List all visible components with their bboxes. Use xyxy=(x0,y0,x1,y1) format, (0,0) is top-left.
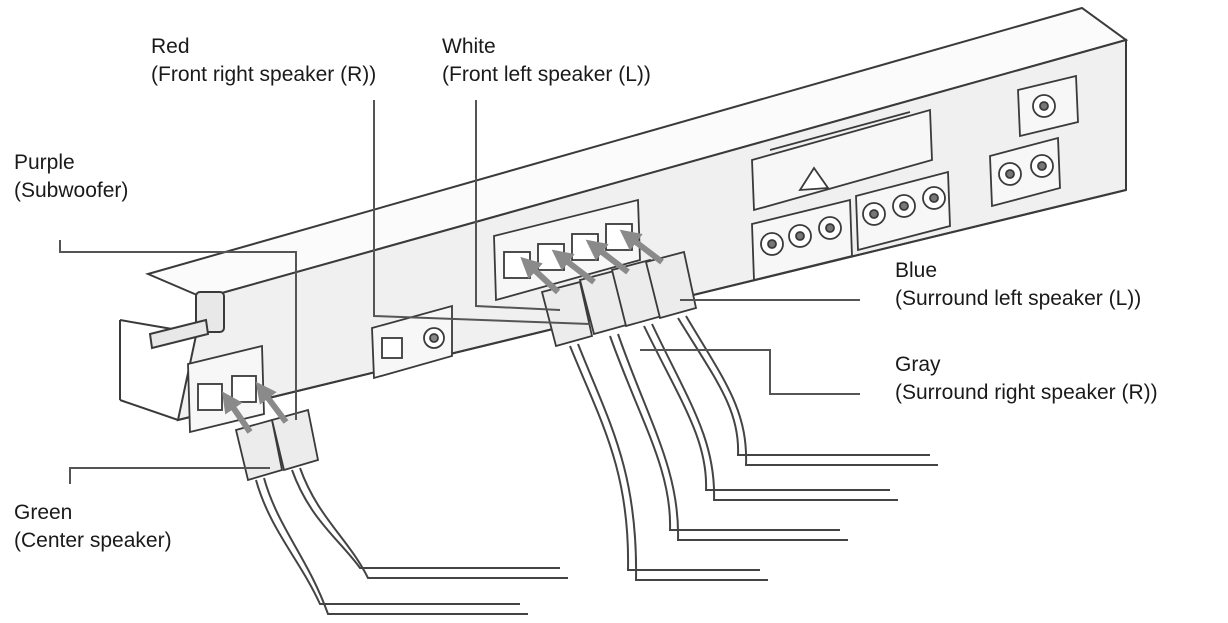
label-white-desc: (Front left speaker (L)) xyxy=(442,63,651,86)
label-purple-color: Purple xyxy=(14,151,75,174)
warning-label-plate xyxy=(751,108,933,212)
label-green-desc: (Center speaker) xyxy=(14,529,172,552)
center-sub-terminal-block xyxy=(187,344,265,434)
power-cord xyxy=(148,291,225,350)
speaker-wires xyxy=(255,315,938,615)
label-red-desc: (Front right speaker (R)) xyxy=(151,63,377,86)
insert-arrows xyxy=(222,229,664,434)
label-gray-desc: (Surround right speaker (R)) xyxy=(895,381,1158,404)
label-red-color: Red xyxy=(151,35,190,58)
rca-jack-groups xyxy=(751,74,1079,282)
label-white-color: White xyxy=(442,35,496,58)
label-blue-color: Blue xyxy=(895,259,938,282)
label-purple-desc: (Subwoofer) xyxy=(14,179,129,202)
label-gray-color: Gray xyxy=(895,353,941,376)
label-green-color: Green xyxy=(14,501,73,524)
label-blue-desc: (Surround left speaker (L)) xyxy=(895,287,1142,310)
leader-lines xyxy=(59,100,860,484)
digital-input-block xyxy=(371,304,453,380)
speaker-plugs xyxy=(234,250,698,482)
